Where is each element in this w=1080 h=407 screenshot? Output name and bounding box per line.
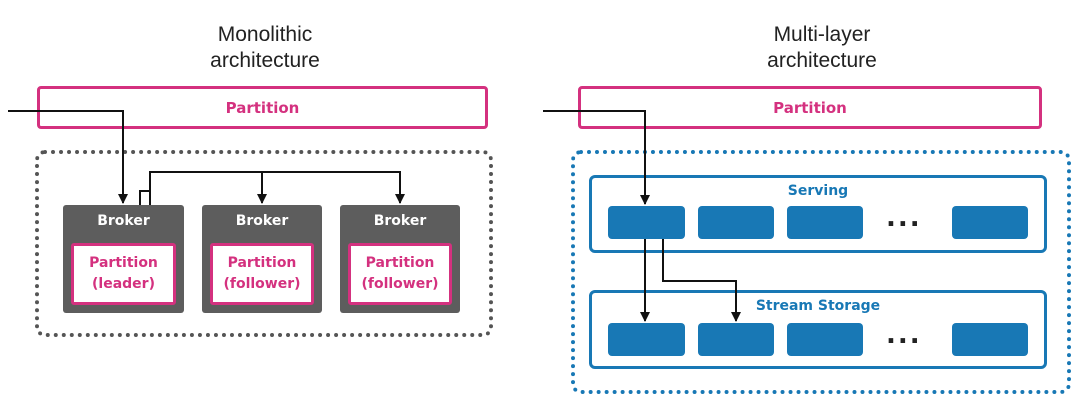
serving-node xyxy=(608,206,685,239)
storage-node xyxy=(608,323,685,356)
broker-label: Broker xyxy=(235,213,289,229)
replication-arrow-3 xyxy=(150,171,405,204)
partition-bar-label: Partition xyxy=(225,98,300,117)
multi-layer-title: Multi-layer architecture xyxy=(767,23,877,72)
broker-3: Broker Partition (follower) xyxy=(340,205,460,313)
stream-storage-label: Stream Storage xyxy=(755,298,881,314)
broker-2: Broker Partition (follower) xyxy=(202,205,322,313)
replication-arrow-2 xyxy=(139,190,150,205)
partition-follower-label: Partition (follower) xyxy=(361,255,439,292)
storage-node xyxy=(952,323,1028,356)
broker-label: Broker xyxy=(373,213,427,229)
stream-storage-layer: Stream Storage xyxy=(589,290,1047,369)
partition-follower: Partition (follower) xyxy=(210,243,314,305)
serving-label: Serving xyxy=(787,183,849,199)
multilayer-cluster-boundary xyxy=(571,150,1071,394)
partition-follower: Partition (follower) xyxy=(348,243,452,305)
partition-follower-label: Partition (follower) xyxy=(223,255,301,292)
monolithic-partition-bar: Partition xyxy=(37,86,488,129)
storage-node xyxy=(787,323,863,356)
input-arrow-right xyxy=(543,110,650,205)
partition-bar-label: Partition xyxy=(773,98,847,117)
storage-ellipsis: ... xyxy=(886,320,922,350)
replication-arrow-1 xyxy=(149,171,267,205)
serving-ellipsis: ... xyxy=(886,203,922,233)
broker-label: Broker xyxy=(97,213,150,229)
monolithic-title: Monolithic architecture xyxy=(210,23,320,72)
storage-node xyxy=(698,323,774,356)
monolithic-cluster-boundary xyxy=(35,150,493,337)
input-arrow-left xyxy=(8,110,128,204)
storage-arrow-2 xyxy=(662,239,741,322)
partition-leader: Partition (leader) xyxy=(71,243,176,305)
partition-leader-label: Partition (leader) xyxy=(89,255,158,292)
serving-node xyxy=(787,206,863,239)
serving-node xyxy=(698,206,774,239)
broker-1: Broker Partition (leader) xyxy=(63,205,184,313)
multilayer-partition-bar: Partition xyxy=(578,86,1042,129)
serving-node xyxy=(952,206,1028,239)
serving-layer: Serving xyxy=(589,175,1047,253)
